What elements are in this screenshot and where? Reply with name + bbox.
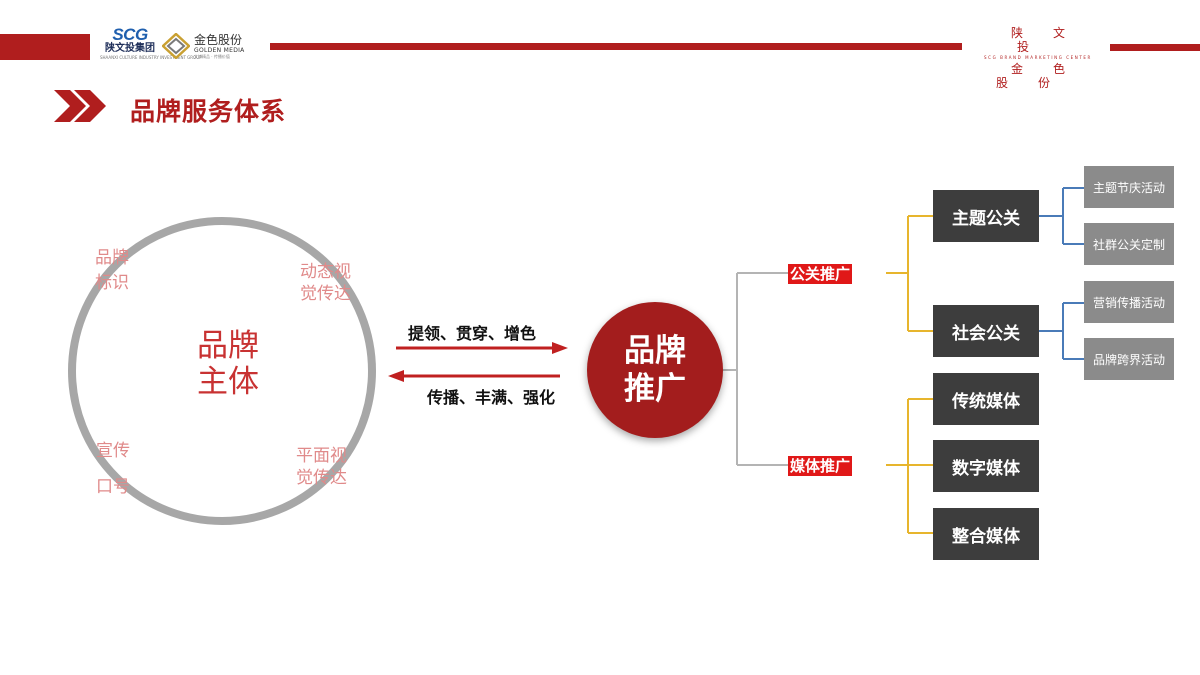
theme-festival-events-box: 主题节庆活动: [1084, 166, 1174, 208]
scg-logo-mark: SCG: [112, 25, 148, 44]
media-bracket: [886, 398, 933, 534]
golden-diamond-icon: [162, 33, 190, 59]
ring-label-brand-mark: 品牌 标识: [95, 248, 129, 293]
backward-arrow: [388, 370, 560, 382]
golden-logo-sub: 文博精品 · 传播价值: [194, 54, 230, 59]
social-pr-box: 社会公关: [933, 305, 1039, 357]
ring-label-slogan: 宣传 口号: [96, 441, 130, 497]
header-bar-right: [1110, 44, 1200, 51]
brand-promotion-line2: 推广: [624, 371, 686, 407]
community-pr-custom-box: 社群公关定制: [1084, 223, 1174, 265]
golden-logo-name: 金色股份: [194, 33, 243, 47]
brand-right-line1: 陕文投: [1010, 26, 1095, 54]
brand-ring: [68, 217, 376, 525]
forward-arrow-label: 提领、贯穿、增色: [408, 324, 537, 343]
brand-promotion-line1: 品牌: [624, 333, 686, 369]
traditional-media-box: 传统媒体: [933, 373, 1039, 425]
brand-promotion-circle: 品牌 推广: [587, 302, 723, 438]
digital-media-box: 数字媒体: [933, 440, 1039, 492]
theme-pr-box: 主题公关: [933, 190, 1039, 242]
pr-promotion-tag: 公关推广: [788, 264, 853, 284]
ring-label-print-visual: 平面视 觉传达: [296, 446, 347, 488]
backward-arrow-label: 传播、丰满、强化: [427, 388, 556, 407]
brand-marketing-center: 陕文投 SCG BRAND MARKETING CENTER 金色股份: [976, 26, 1100, 90]
scg-logo: SCG 陕文投集团 SHAANXI CULTURE INDUSTRY INVES…: [100, 25, 202, 60]
social-pr-bracket: [1039, 302, 1084, 360]
scg-logo-name: 陕文投集团: [105, 43, 155, 54]
promotion-bracket: [723, 272, 790, 466]
ring-center-brand-subject: 品牌 主体: [197, 328, 259, 400]
header-bar-left: [0, 34, 90, 60]
golden-logo-name-en: GOLDEN MEDIA: [194, 47, 245, 54]
brand-crossover-events-box: 品牌跨界活动: [1084, 338, 1174, 380]
theme-pr-bracket: [1039, 187, 1084, 245]
pr-bracket: [886, 215, 933, 332]
media-promotion-tag: 媒体推广: [788, 456, 853, 476]
ring-label-dynamic-visual: 动态视 觉传达: [300, 262, 351, 304]
integrated-media-box: 整合媒体: [933, 508, 1039, 560]
marketing-events-box: 营销传播活动: [1084, 281, 1174, 323]
forward-arrow: [396, 342, 568, 354]
page-title: 品牌服务体系: [130, 97, 287, 126]
double-chevron-icon: [54, 90, 106, 122]
brand-right-line2: 金色股份: [995, 62, 1095, 90]
scg-logo-sub: SHAANXI CULTURE INDUSTRY INVESTMENT GROU…: [100, 55, 202, 60]
header-bar-middle: [270, 43, 962, 50]
brand-right-line-en: SCG BRAND MARKETING CENTER: [984, 55, 1092, 60]
